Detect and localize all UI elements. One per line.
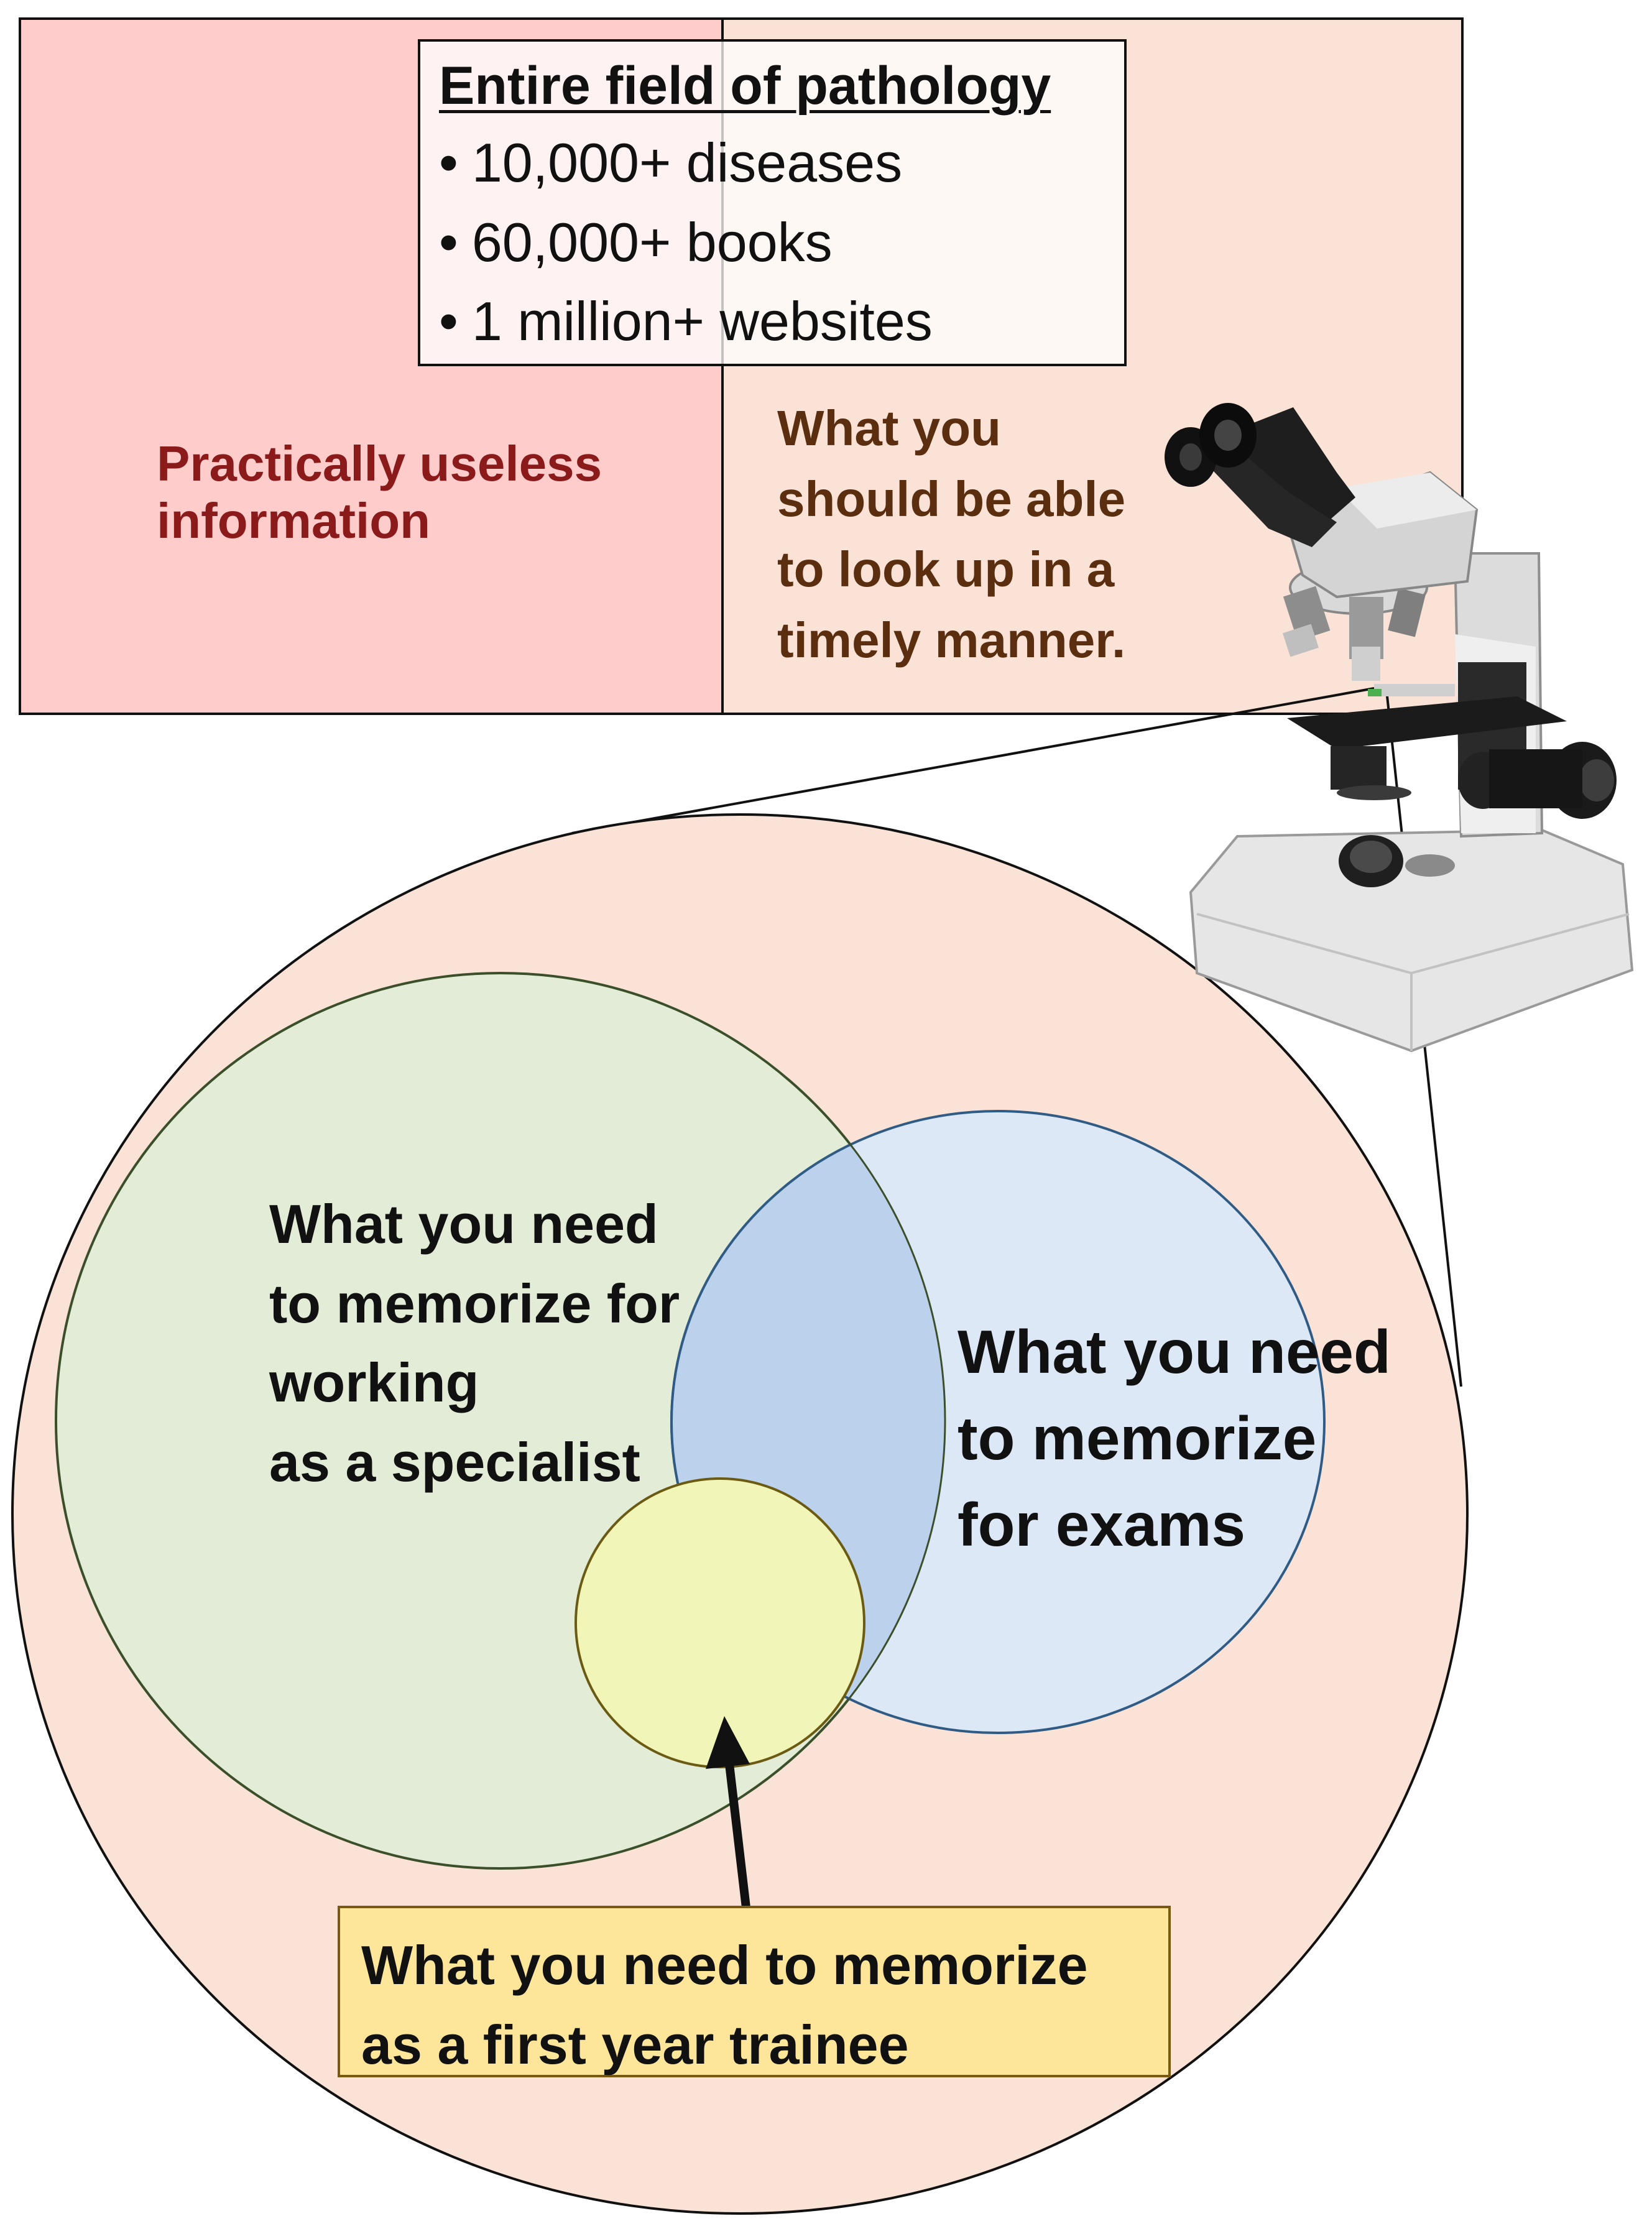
lookup-line: should be able bbox=[777, 471, 1126, 527]
trainee-circle bbox=[575, 1477, 865, 1768]
field-stat-item: 60,000+ books bbox=[439, 203, 1124, 282]
field-stat-item: 10,000+ diseases bbox=[439, 123, 1124, 203]
zoom-line-left bbox=[571, 687, 1375, 834]
useless-region-label: Practically useless information bbox=[157, 435, 602, 550]
microscope-icon bbox=[1165, 403, 1634, 1053]
field-title: Entire field of pathology bbox=[439, 56, 1051, 116]
trainee-label: What you need to memorize as a first yea… bbox=[361, 1926, 1168, 2084]
specialist-line: working bbox=[269, 1352, 479, 1414]
specialist-circle-label: What you need to memorize for working as… bbox=[269, 1184, 680, 1502]
lookup-line: What you bbox=[777, 400, 1001, 456]
field-stat-item: 1 million+ websites bbox=[439, 282, 1124, 361]
exams-line: What you need bbox=[958, 1318, 1391, 1386]
field-outline bbox=[19, 17, 1464, 715]
exams-line: to memorize bbox=[958, 1404, 1317, 1473]
specialist-line: as a specialist bbox=[269, 1431, 640, 1493]
arrow bbox=[706, 1716, 750, 1908]
field-stats-list: 10,000+ diseases 60,000+ books 1 million… bbox=[439, 123, 1124, 361]
trainee-line: as a first year trainee bbox=[361, 2013, 909, 2075]
lookup-line: to look up in a bbox=[777, 542, 1115, 598]
lookup-line: timely manner. bbox=[777, 612, 1126, 668]
field-summary-box: Entire field of pathology 10,000+ diseas… bbox=[418, 39, 1127, 366]
exams-line: for exams bbox=[958, 1490, 1246, 1559]
specialist-line: What you need bbox=[269, 1193, 658, 1255]
useless-line: information bbox=[157, 493, 430, 548]
trainee-line: What you need to memorize bbox=[361, 1934, 1088, 1996]
trainee-callout-box: What you need to memorize as a first yea… bbox=[338, 1906, 1171, 2077]
exams-circle-label: What you need to memorize for exams bbox=[958, 1309, 1391, 1568]
specialist-line: to memorize for bbox=[269, 1272, 680, 1334]
useless-line: Practically useless bbox=[157, 436, 602, 491]
lookup-region-label: What you should be able to look up in a … bbox=[777, 393, 1125, 675]
